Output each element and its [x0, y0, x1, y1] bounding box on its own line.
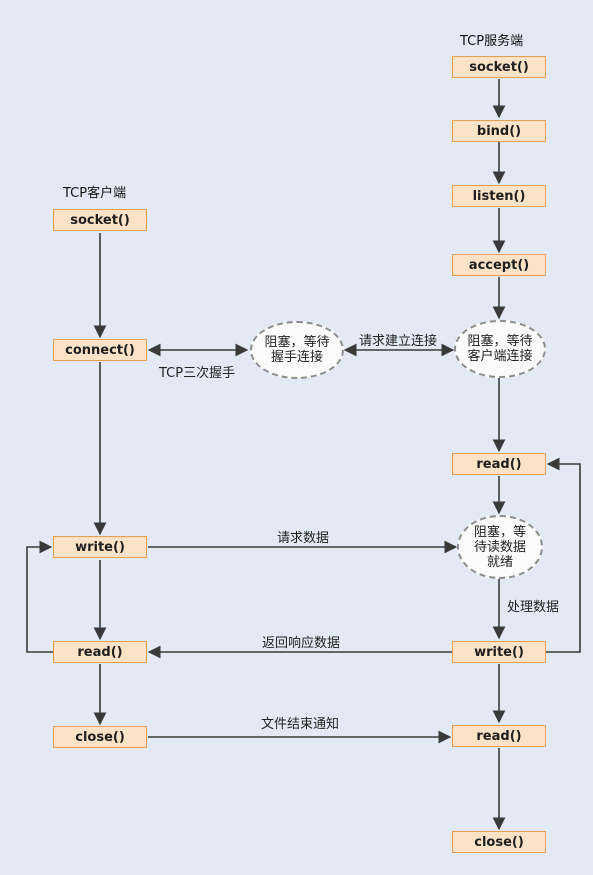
eof-notice-label: 文件结束通知 — [261, 717, 340, 732]
client-write-node: write() — [53, 536, 147, 558]
server-read-node: read() — [452, 453, 546, 475]
client-close-node: close() — [53, 726, 147, 748]
server-bind-node: bind() — [452, 120, 546, 142]
arrow-server-loop — [546, 457, 581, 653]
server-title: TCP服务端 — [460, 34, 524, 49]
connect-request-label: 请求建立连接 — [359, 334, 438, 349]
client-block-node: 阻塞，等待 握手连接 — [250, 321, 344, 379]
request-data-label: 请求数据 — [277, 531, 330, 546]
client-read-node: read() — [53, 641, 147, 663]
process-data-label: 处理数据 — [507, 600, 560, 615]
server-read2-node: read() — [452, 725, 546, 747]
client-socket-node: socket() — [53, 209, 147, 231]
server-write-node: write() — [452, 641, 546, 663]
server-listen-node: listen() — [452, 185, 546, 207]
server-socket-node: socket() — [452, 56, 546, 78]
response-data-label: 返回响应数据 — [262, 636, 341, 651]
client-title: TCP客户端 — [63, 186, 127, 201]
client-connect-node: connect() — [53, 339, 147, 361]
server-close-node: close() — [452, 831, 546, 853]
arrow-client-loop — [26, 540, 54, 653]
server-accept-node: accept() — [452, 254, 546, 276]
handshake-label: TCP三次握手 — [159, 366, 236, 381]
server-block-read-node: 阻塞，等 待读数据 就绪 — [457, 515, 543, 579]
server-block-connect-node: 阻塞，等待 客户端连接 — [454, 320, 546, 378]
